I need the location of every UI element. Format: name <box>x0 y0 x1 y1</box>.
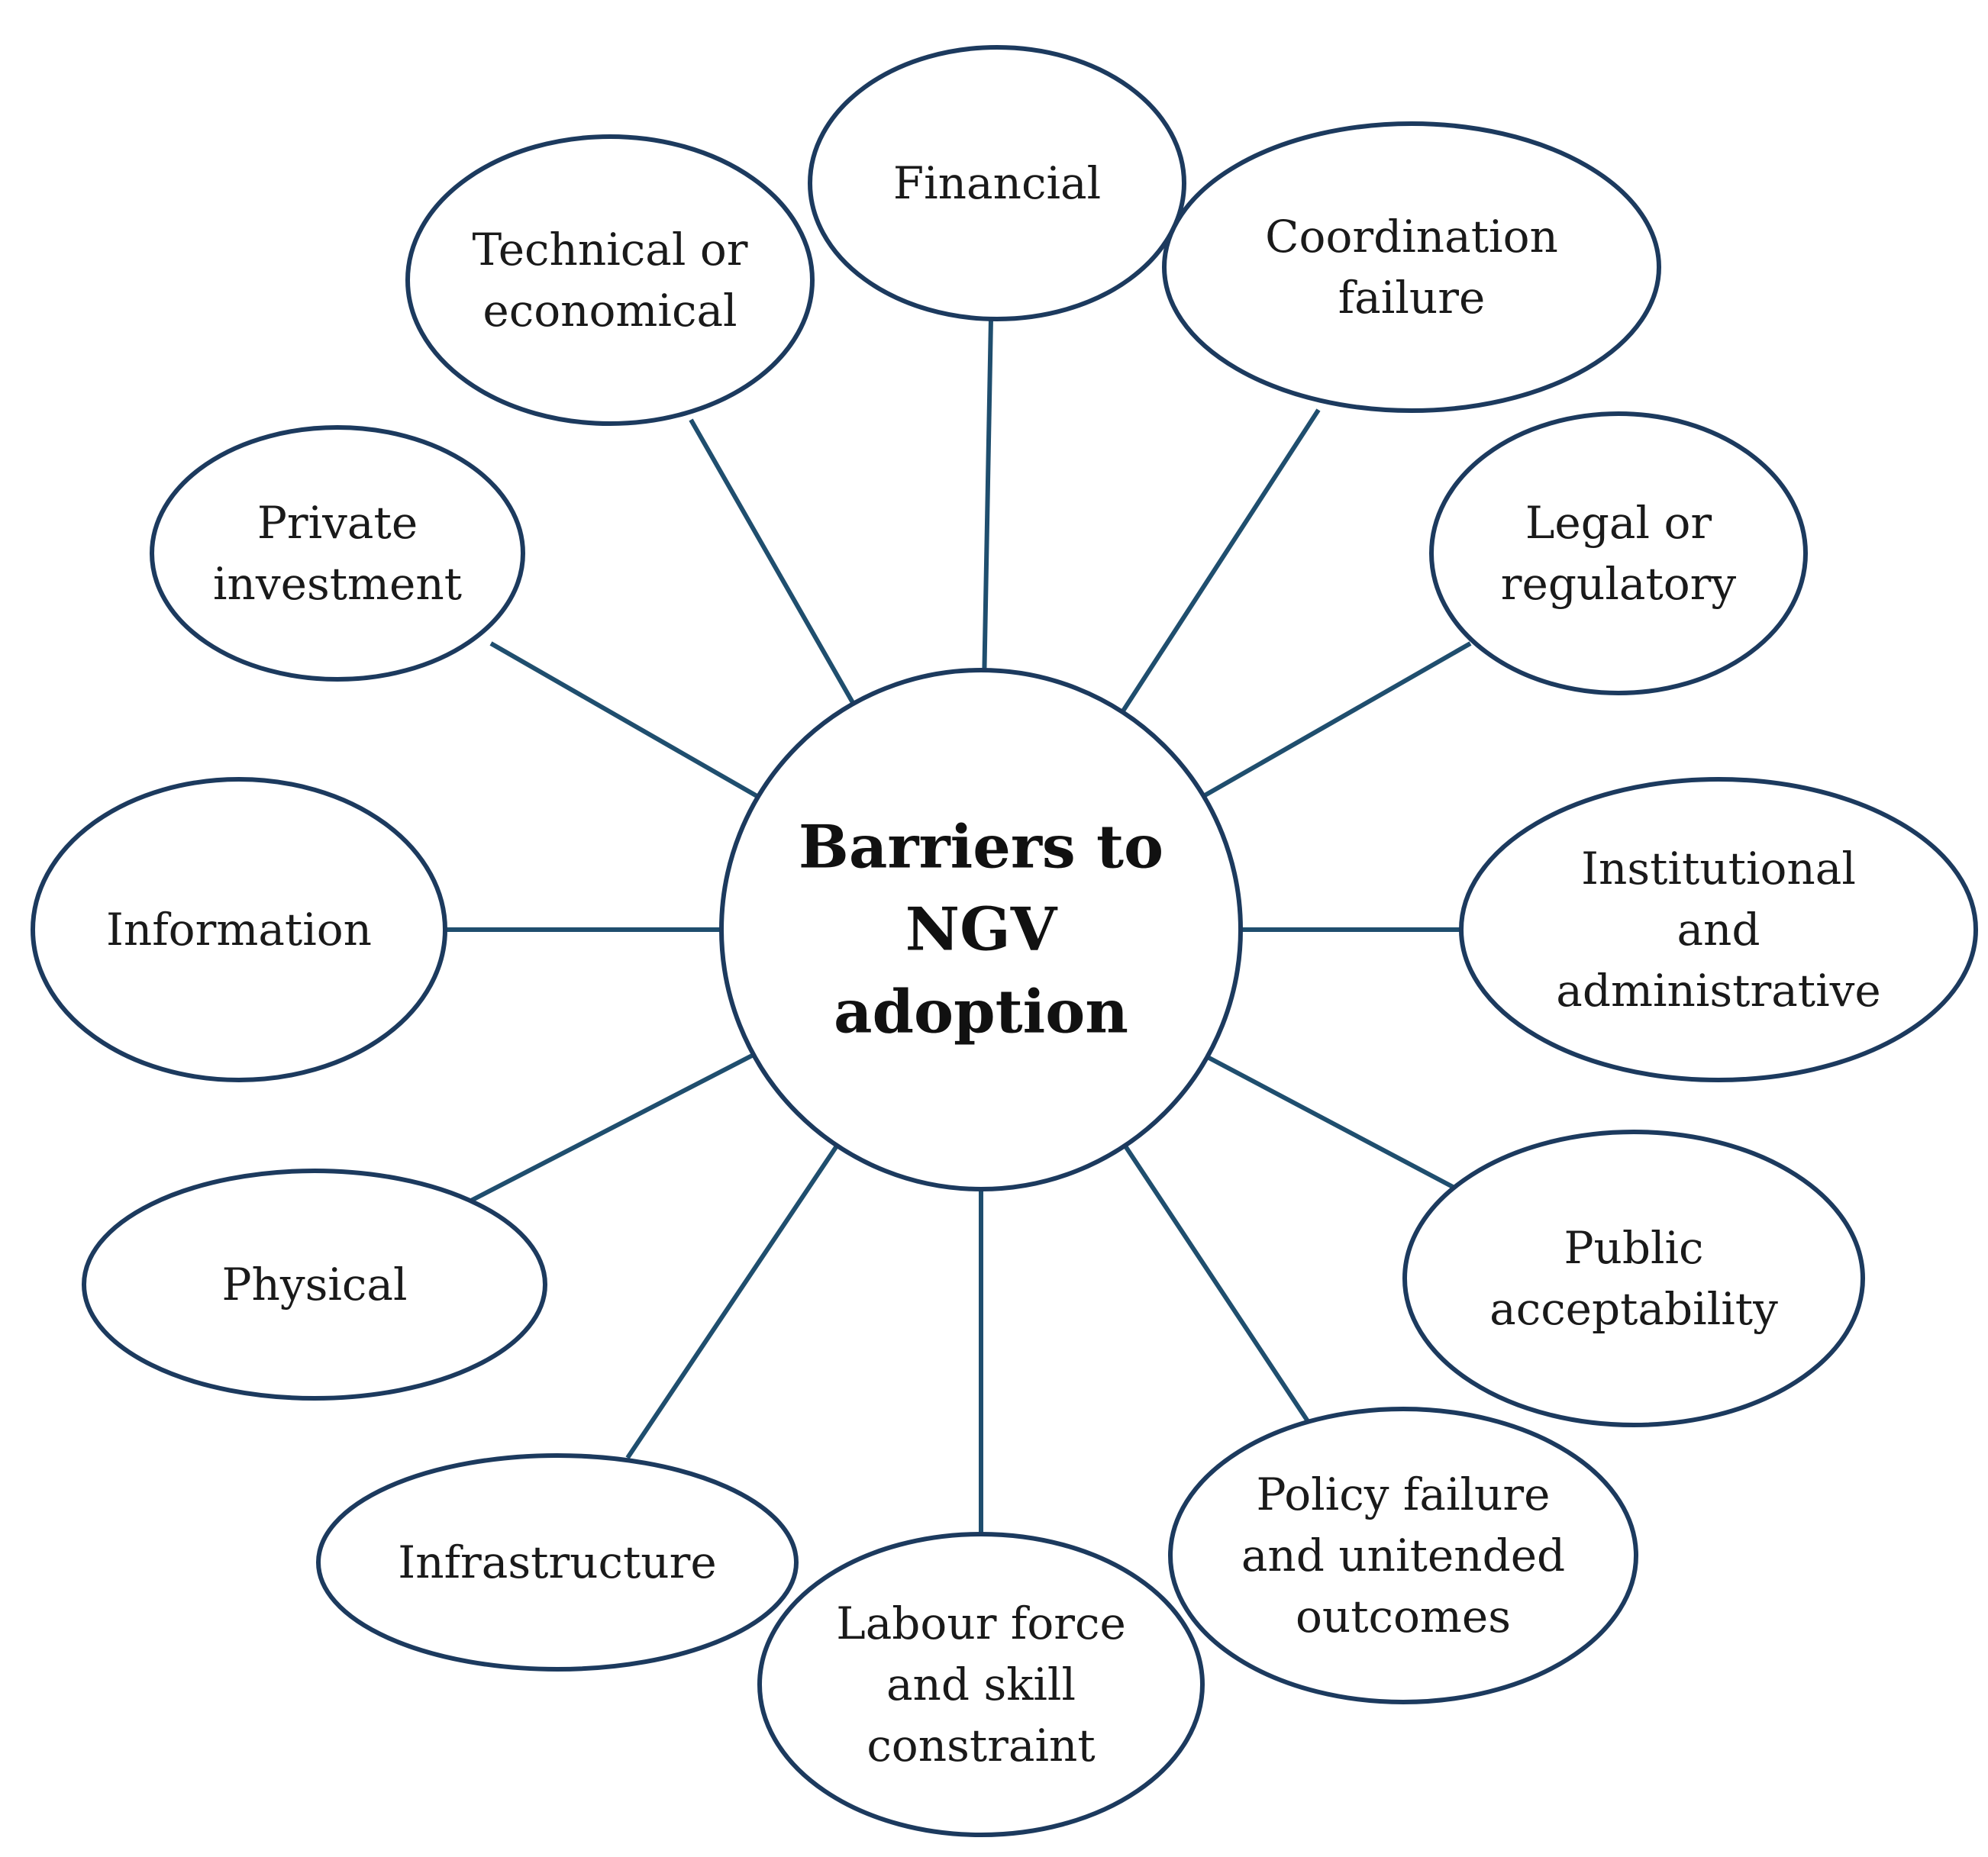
node-label-legal-or-regulatory-line-2: regulatory <box>1501 558 1737 610</box>
connector-infrastructure <box>625 1134 846 1459</box>
node-label-labour-force-line-3: constraint <box>867 1720 1095 1772</box>
node-institutional-and-administrative: Institutional and administrative <box>1459 777 1978 1082</box>
node-label-coordination-failure-line-2: failure <box>1338 272 1486 324</box>
node-label-institutional-and-administrative-line-1: Institutional <box>1581 843 1856 895</box>
node-infrastructure: Infrastructure <box>316 1453 799 1672</box>
node-label-institutional-and-administrative-line-2: and <box>1677 904 1760 956</box>
center-label-line-2: NGV <box>905 895 1058 965</box>
connector-lines <box>445 318 1472 1534</box>
node-label-public-acceptability-line-2: acceptability <box>1489 1283 1778 1335</box>
node-ellipse-physical <box>82 1169 547 1401</box>
node-public-acceptability: Public acceptability <box>1402 1130 1865 1427</box>
node-labour-force: Labour force and skill constraint <box>757 1532 1205 1837</box>
connector-coordination-failure <box>1112 408 1321 727</box>
node-ellipse-policy-failure <box>1168 1407 1638 1704</box>
node-label-financial-line-1: Financial <box>893 157 1101 209</box>
node-ellipse-information <box>31 777 447 1082</box>
node-financial: Financial <box>808 45 1186 321</box>
node-label-policy-failure-line-3: outcomes <box>1296 1591 1511 1643</box>
node-ellipse-public-acceptability <box>1402 1130 1865 1427</box>
center-label-line-1: Barriers to <box>799 813 1163 882</box>
node-label-legal-or-regulatory-line-1: Legal or <box>1525 497 1712 549</box>
node-label-coordination-failure-line-1: Coordination <box>1265 211 1558 263</box>
node-legal-or-regulatory: Legal or regulatory <box>1429 411 1808 695</box>
node-ellipse-technical-or-economical <box>405 134 815 426</box>
node-label-labour-force-line-2: and skill <box>886 1659 1076 1710</box>
node-label-labour-force-line-1: Labour force <box>836 1597 1126 1649</box>
node-information: Information <box>31 777 447 1082</box>
node-label-policy-failure-line-2: and unitended <box>1241 1530 1565 1581</box>
connector-legal-or-regulatory <box>1199 641 1472 800</box>
node-ellipse-legal-or-regulatory <box>1429 411 1808 695</box>
connector-technical-or-economical <box>689 418 863 717</box>
center-bubble: Barriers to NGV adoption <box>719 668 1243 1191</box>
node-ellipse-infrastructure <box>316 1453 799 1672</box>
node-physical: Physical <box>82 1169 547 1401</box>
node-label-public-acceptability-line-1: Public <box>1564 1222 1703 1274</box>
node-label-infrastructure-line-1: Infrastructure <box>398 1536 716 1588</box>
center-label-line-3: adoption <box>834 978 1128 1047</box>
node-label-policy-failure-line-1: Policy failure <box>1257 1469 1551 1520</box>
node-label-technical-or-economical-line-1: Technical or <box>473 224 748 276</box>
node-ellipse-private-investment <box>150 425 525 682</box>
node-policy-failure: Policy failure and unitended outcomes <box>1168 1407 1638 1704</box>
node-label-technical-or-economical-line-2: economical <box>482 285 737 337</box>
node-coordination-failure: Coordination failure <box>1162 121 1661 413</box>
connector-physical <box>466 1053 754 1204</box>
center-circle <box>719 668 1243 1191</box>
node-private-investment: Private investment <box>150 425 525 682</box>
node-ellipse-coordination-failure <box>1162 121 1661 413</box>
node-label-institutional-and-administrative-line-3: administrative <box>1556 965 1880 1017</box>
connector-public-acceptability <box>1203 1053 1454 1189</box>
node-label-private-investment-line-2: investment <box>213 558 462 610</box>
connector-policy-failure <box>1116 1134 1310 1423</box>
node-label-information-line-1: Information <box>106 904 372 956</box>
node-ellipse-financial <box>808 45 1186 321</box>
node-label-physical-line-1: Physical <box>221 1259 407 1311</box>
connector-financial <box>982 318 993 688</box>
node-ellipse-labour-force <box>757 1532 1205 1837</box>
connector-private-investment <box>489 641 761 800</box>
node-label-private-investment-line-1: Private <box>257 497 418 549</box>
node-ellipse-institutional-and-administrative <box>1459 777 1978 1082</box>
node-technical-or-economical: Technical or economical <box>405 134 815 426</box>
